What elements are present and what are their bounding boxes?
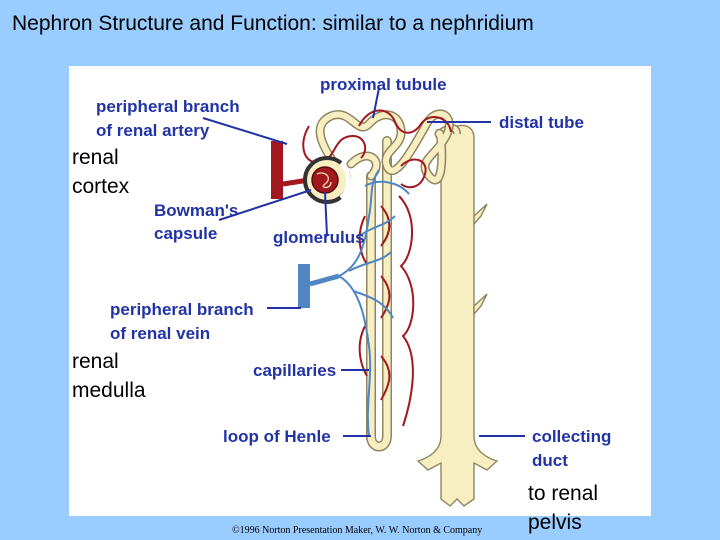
- venous-capillaries: [338, 169, 410, 437]
- label-leader-lines: [202, 87, 525, 437]
- label-glomerulus: glomerulus: [273, 228, 365, 247]
- label-bowmans-line2: capsule: [154, 224, 218, 243]
- bowmans-capsule-shape: [303, 156, 351, 204]
- slide-title: Nephron Structure and Function: similar …: [12, 12, 534, 35]
- label-duct-line2: duct: [532, 451, 568, 470]
- label-duct-line1: collecting: [532, 427, 612, 446]
- label-bowmans-line1: Bowman's: [154, 201, 239, 220]
- loop-of-henle-shape: [366, 136, 392, 452]
- region-cortex-line1: renal: [72, 146, 119, 169]
- copyright-notice: ©1996 Norton Presentation Maker, W. W. N…: [232, 525, 483, 536]
- label-artery-line1: peripheral branch: [96, 97, 240, 116]
- label-loop-of-henle: loop of Henle: [223, 427, 331, 446]
- arterial-capillaries: [302, 109, 452, 427]
- label-capillaries: capillaries: [253, 361, 337, 380]
- renal-vein-shape: [298, 264, 340, 308]
- label-vein-line1: peripheral branch: [110, 300, 254, 319]
- region-medulla-line1: renal: [72, 350, 119, 373]
- region-pelvis-line2: pelvis: [528, 511, 582, 534]
- region-medulla-line2: medulla: [72, 379, 146, 402]
- nephron-figure: [69, 66, 651, 516]
- label-vein-line2: of renal vein: [110, 324, 211, 343]
- label-distal-tube: distal tube: [499, 113, 585, 132]
- region-cortex-line2: cortex: [72, 175, 130, 198]
- label-proximal-tubule: proximal tubule: [320, 75, 447, 94]
- glomerulus-knot: [311, 166, 339, 194]
- nephron-illustration: [202, 87, 525, 507]
- region-pelvis-line1: to renal: [528, 482, 599, 505]
- label-artery-line2: of renal artery: [96, 121, 210, 140]
